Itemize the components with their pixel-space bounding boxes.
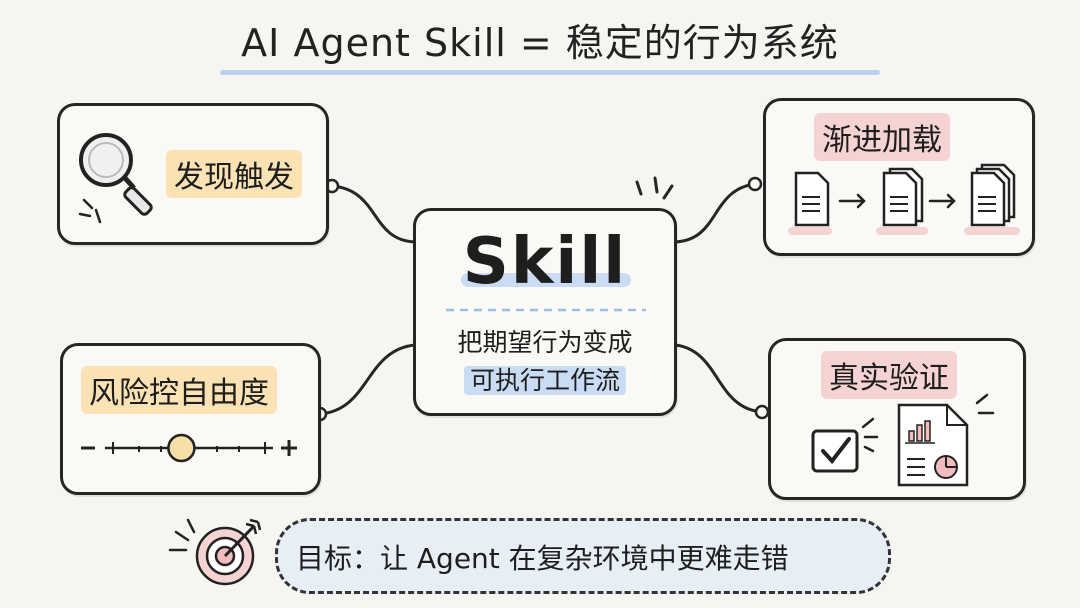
risk-control-label: 风险控自由度 [81, 366, 277, 414]
connector-verify [673, 343, 764, 414]
card-risk-control: 风险控自由度 [60, 343, 321, 495]
center-skill-card: Skill 把期望行为变成 可执行工作流 [413, 208, 677, 416]
connector-progressive [673, 182, 757, 244]
goal-banner: 目标：让 Agent 在复杂环境中更难走错 [275, 518, 891, 594]
target-icon [168, 518, 262, 586]
goal-text: 目标：让 Agent 在复杂环境中更难走错 [296, 542, 789, 575]
discover-trigger-label: 发现触发 [166, 150, 302, 198]
card-real-verification: 真实验证 [768, 338, 1026, 500]
page-title: AI Agent Skill = 稳定的行为系统 [241, 21, 839, 65]
checkbox-report-icon [811, 393, 995, 487]
title-underline [220, 70, 880, 75]
progressive-loading-label: 渐进加载 [814, 113, 950, 161]
connector-discover [330, 184, 417, 244]
dashed-divider [446, 308, 646, 312]
skill-underline [461, 273, 631, 287]
card-progressive-loading: 渐进加载 [763, 98, 1035, 256]
skill-title: Skill [462, 225, 628, 299]
slider-knob [167, 433, 196, 463]
skill-description-line2: 可执行工作流 [416, 361, 674, 397]
card-discover-trigger: 发现触发 [57, 103, 329, 245]
real-verification-label: 真实验证 [821, 351, 957, 399]
skill-description-line1: 把期望行为变成 [457, 328, 633, 357]
slider-icon [81, 433, 297, 463]
skill-description-line2-text: 可执行工作流 [463, 366, 626, 395]
magnifier-icon [78, 133, 153, 224]
connector-risk [318, 343, 417, 416]
documents-icon [788, 163, 1020, 235]
